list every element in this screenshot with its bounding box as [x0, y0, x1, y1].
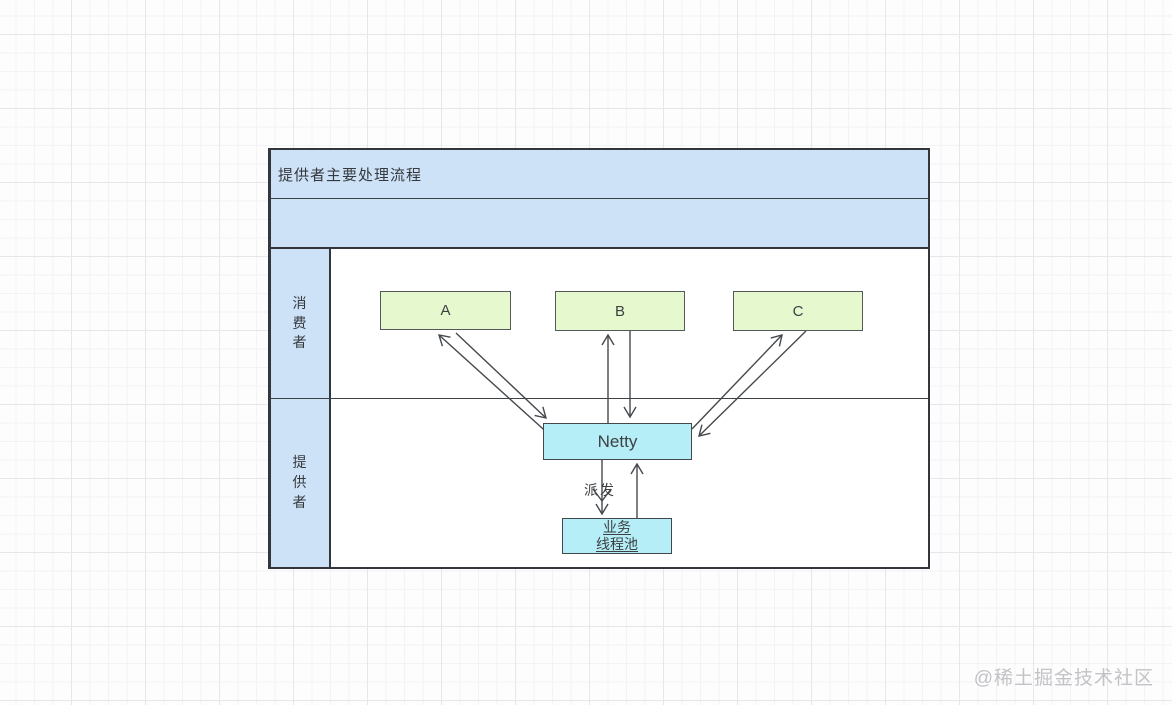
watermark: @稀土掘金技术社区 — [973, 668, 1154, 689]
edge-label-dispatch: 派发 — [584, 482, 616, 498]
node-netty: Netty — [543, 423, 692, 460]
node-thread-pool-label-line1: 业务 — [603, 519, 631, 535]
node-a-label: A — [440, 302, 451, 319]
lane-provider-header: 提供者 — [271, 399, 331, 567]
node-thread-pool: 业务 线程池 — [562, 518, 672, 554]
node-c: C — [733, 291, 863, 331]
pool-title: 提供者主要处理流程 — [278, 166, 423, 184]
swimlane-pool: 提供者主要处理流程 消费者 提供者 — [268, 148, 930, 569]
node-b: B — [555, 291, 685, 331]
node-netty-label: Netty — [597, 431, 638, 451]
lane-consumer-header: 消费者 — [271, 249, 331, 398]
pool-title-bar: 提供者主要处理流程 — [271, 150, 928, 199]
node-thread-pool-label-line2: 线程池 — [596, 536, 638, 552]
node-b-label: B — [614, 302, 625, 320]
node-a: A — [380, 291, 511, 330]
lane-provider-label: 提供者 — [292, 454, 308, 510]
pool-subtitle-band — [271, 199, 928, 249]
node-c-label: C — [792, 302, 804, 320]
lane-consumer-label: 消费者 — [292, 294, 308, 351]
